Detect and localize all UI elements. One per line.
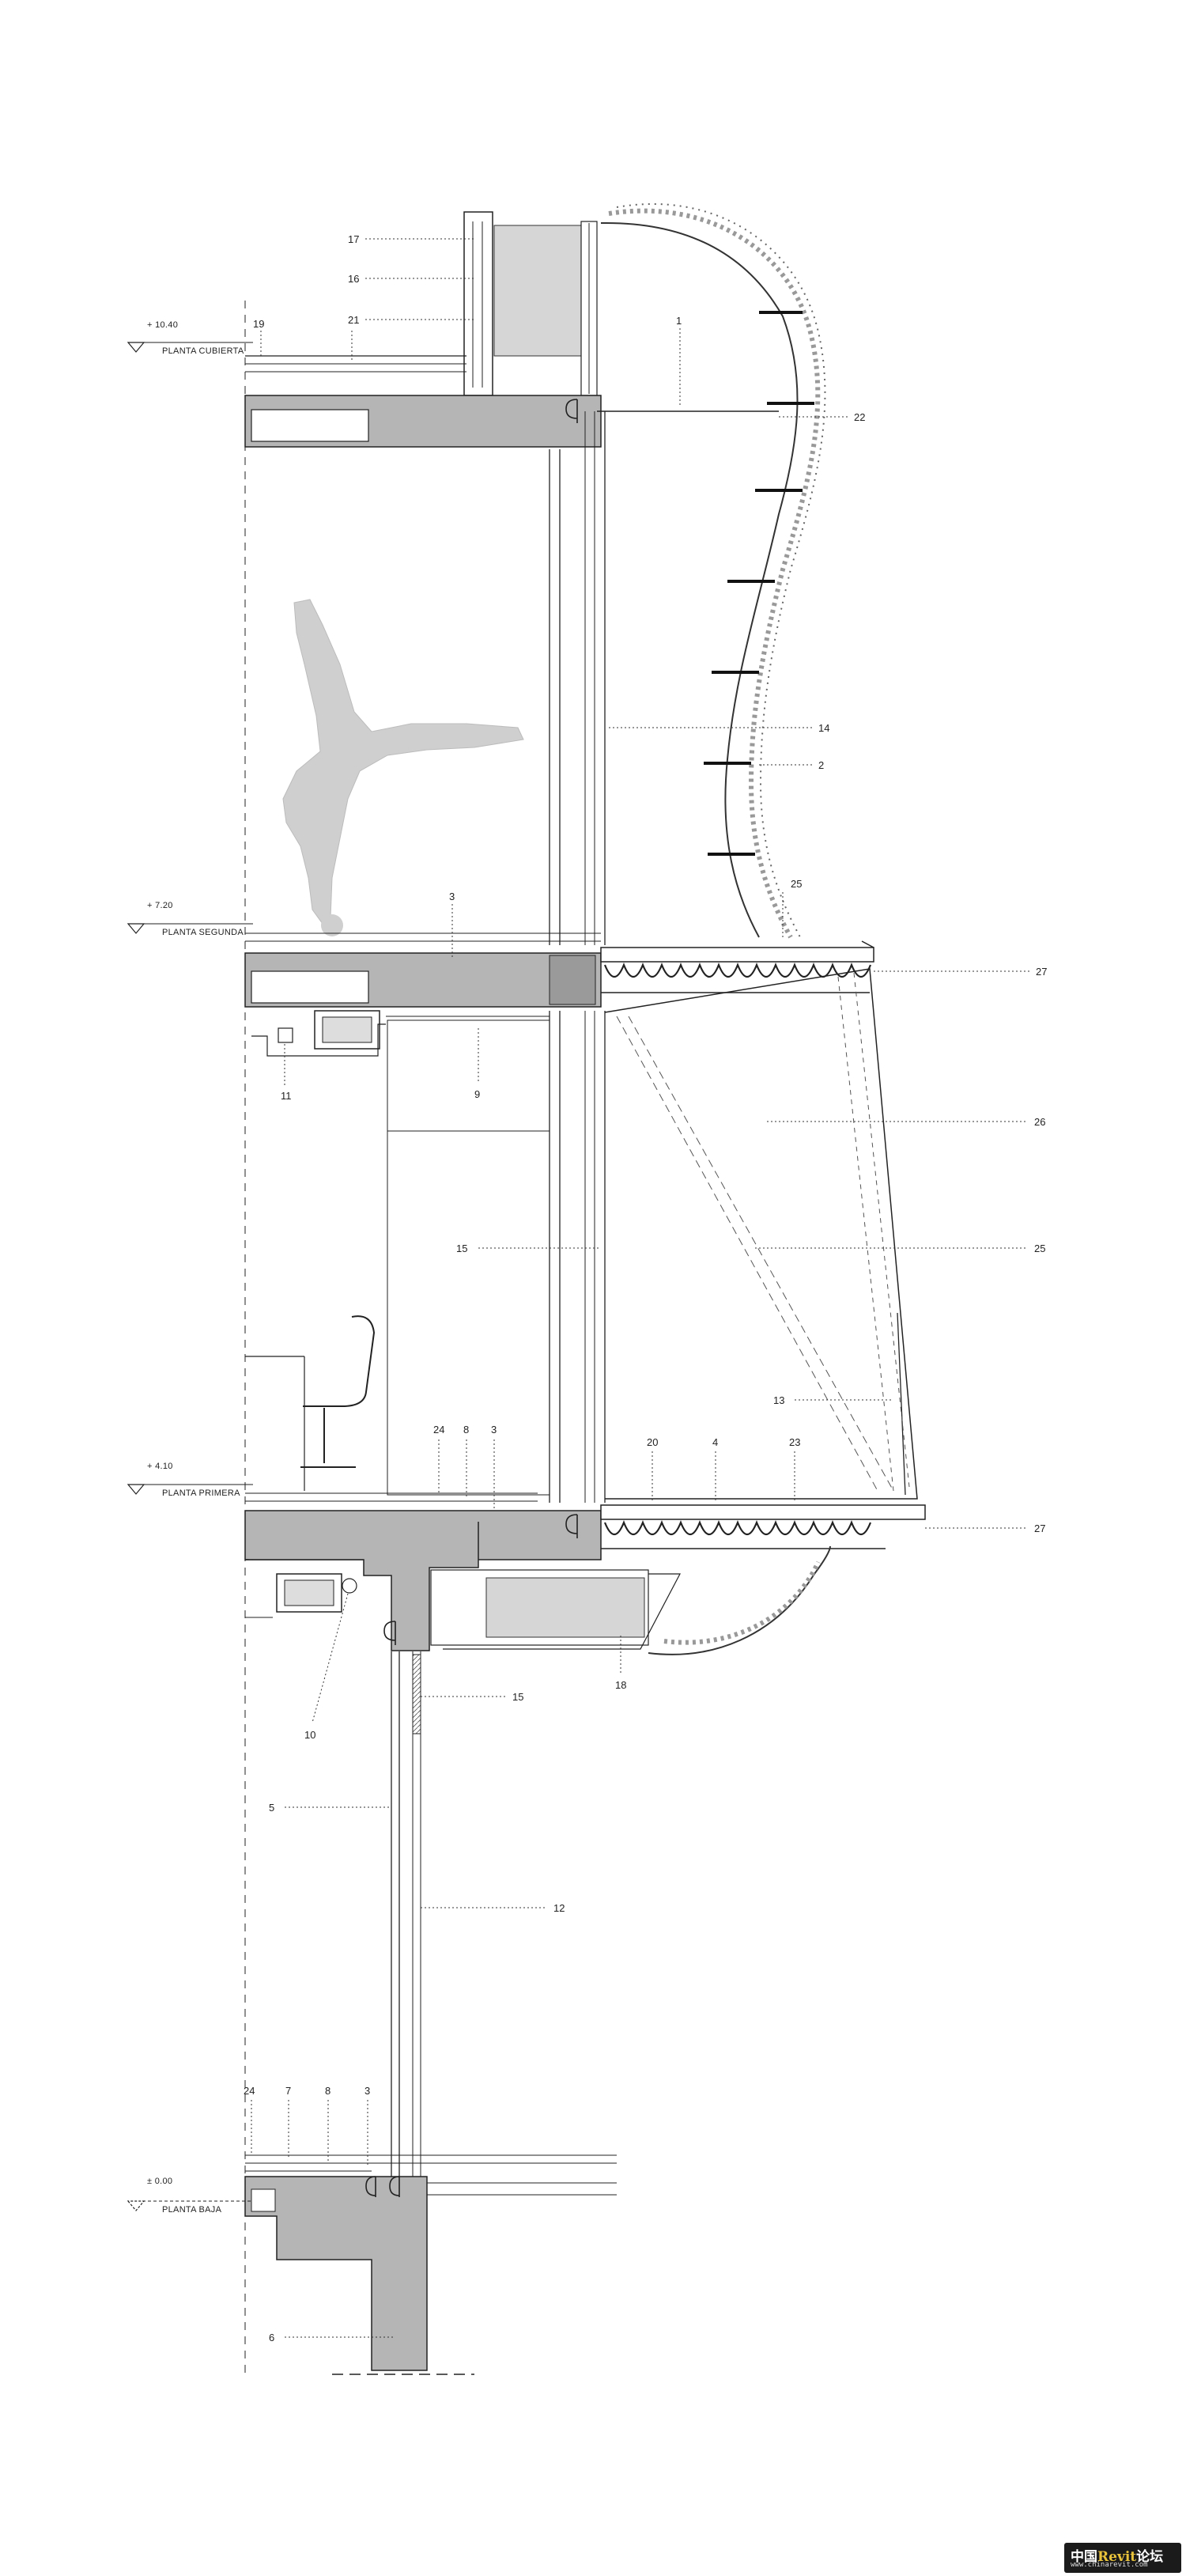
level-marker-second: + 7.20 PLANTA SEGUNDA	[127, 901, 253, 937]
interior-volume-first	[387, 1011, 606, 1503]
callout-22: 22	[854, 411, 865, 423]
callout-numbers: 17 16 21 19 1 22 14 2 25 3 27 11 9 26 15…	[244, 233, 1047, 2343]
roof-parapet	[245, 211, 598, 396]
planter-lower	[430, 1545, 831, 1655]
callout-10: 10	[304, 1729, 315, 1741]
level-marker-ground: ± 0.00 PLANTA BAJA	[127, 2177, 253, 2215]
curtain-wall-upper	[549, 411, 606, 945]
second-floor-slab	[244, 932, 602, 1008]
callout-9: 9	[474, 1088, 480, 1100]
watermark-brand: 中国Revit论坛	[1071, 2545, 1163, 2565]
green-facade-upper	[597, 203, 826, 939]
first-floor-slab	[244, 1492, 602, 1651]
callout-18: 18	[615, 1679, 626, 1691]
callout-23: 23	[789, 1436, 800, 1448]
ground-floor-slab	[244, 2154, 617, 2375]
watermark-brand-cn: 中国	[1071, 2549, 1097, 2565]
human-figure-silhouette	[282, 599, 524, 936]
callout-3: 3	[364, 2085, 370, 2097]
ceiling-unit-second	[251, 1010, 550, 1057]
callout-21: 21	[348, 314, 359, 326]
callout-27: 27	[1034, 1523, 1045, 1534]
callout-24: 24	[433, 1424, 444, 1436]
callout-14: 14	[818, 722, 829, 734]
watermark-badge: 中国Revit论坛 www.chinarevit.com	[1064, 2543, 1181, 2573]
callout-13: 13	[773, 1394, 784, 1406]
callout-2: 2	[818, 759, 824, 771]
level-name: PLANTA PRIMERA	[162, 1488, 240, 1498]
level-elevation: + 7.20	[147, 901, 173, 910]
callout-16: 16	[348, 273, 359, 285]
callout-27: 27	[1036, 966, 1047, 978]
callout-5: 5	[269, 1802, 274, 1814]
level-elevation: + 4.10	[147, 1462, 173, 1471]
bay-window	[604, 968, 918, 1500]
callout-25: 25	[791, 878, 802, 890]
callout-8: 8	[325, 2085, 330, 2097]
leader-lines	[251, 238, 1032, 2338]
level-elevation: ± 0.00	[147, 2177, 172, 2186]
callout-3: 3	[449, 891, 455, 902]
callout-11: 11	[281, 1090, 292, 1102]
callout-12: 12	[553, 1902, 565, 1914]
balcony-slab-upper	[600, 940, 874, 993]
callout-15: 15	[456, 1243, 467, 1254]
callout-7: 7	[285, 2085, 291, 2097]
callout-26: 26	[1034, 1116, 1045, 1128]
ground-floor-glazing	[391, 1651, 421, 2183]
ceiling-unit-first	[245, 1573, 357, 1618]
chair	[245, 1315, 376, 1491]
callout-8: 8	[463, 1424, 469, 1436]
callout-6: 6	[269, 2332, 274, 2343]
callout-24: 24	[244, 2085, 255, 2097]
balcony-slab-lower	[600, 1504, 926, 1549]
level-elevation: + 10.40	[147, 320, 178, 330]
callout-15: 15	[512, 1691, 523, 1703]
watermark-brand-cn-forum: 论坛	[1136, 2549, 1164, 2565]
callout-19: 19	[253, 318, 264, 330]
watermark-brand-revit: Revit	[1097, 2549, 1137, 2565]
callout-1: 1	[676, 315, 682, 327]
level-name: PLANTA SEGUNDA	[162, 928, 244, 937]
callout-25: 25	[1034, 1243, 1045, 1254]
level-name: PLANTA BAJA	[162, 2205, 222, 2215]
watermark-url: www.chinarevit.com	[1071, 2561, 1148, 2569]
callout-20: 20	[647, 1436, 658, 1448]
callout-4: 4	[712, 1436, 718, 1448]
level-name: PLANTA CUBIERTA	[162, 346, 244, 356]
callout-17: 17	[348, 233, 359, 245]
level-marker-roof: + 10.40 PLANTA CUBIERTA	[127, 320, 253, 356]
level-marker-first: + 4.10 PLANTA PRIMERA	[127, 1462, 253, 1498]
roof-slab	[244, 395, 602, 448]
callout-3: 3	[491, 1424, 497, 1436]
